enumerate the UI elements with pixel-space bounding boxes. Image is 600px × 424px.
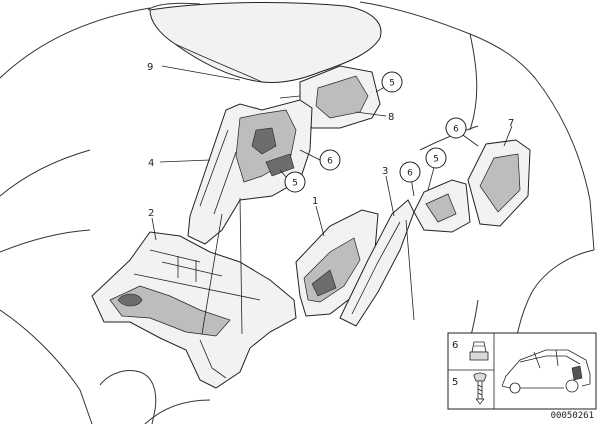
callout-labels: 9 4 2 1 3 7 8 — [147, 62, 514, 219]
legend-box: 6 5 00050261 — [447, 332, 597, 421]
circled-callout-5-low: 5 — [284, 171, 306, 193]
part-4-side-panel — [187, 99, 313, 245]
part-2-floor-pan — [91, 231, 297, 389]
circled-callout-6-mid: 6 — [319, 149, 341, 171]
circled-callout-5-top: 5 — [381, 71, 403, 93]
part-9-parcel-shelf — [149, 2, 382, 83]
legend-label-5: 5 — [452, 377, 458, 388]
vehicle-silhouette-icon — [501, 349, 591, 394]
part-7-lamp-housing — [467, 139, 531, 227]
clip-nut-icon — [469, 341, 489, 361]
part-right-trim — [413, 179, 471, 233]
svg-text:5: 5 — [292, 179, 298, 189]
legend-label-6: 6 — [452, 340, 458, 351]
svg-text:6: 6 — [327, 157, 333, 167]
callout-4: 4 — [148, 158, 154, 169]
circled-callout-6-right: 6 — [399, 161, 421, 183]
callout-9: 9 — [147, 62, 153, 73]
screw-icon — [473, 372, 487, 405]
callout-7: 7 — [508, 118, 514, 129]
reference-number: 00050261 — [551, 411, 594, 421]
circled-callouts: 5 6 5 6 5 6 — [284, 71, 467, 193]
circled-callout-5-right: 5 — [425, 147, 447, 169]
svg-text:5: 5 — [389, 79, 395, 89]
callout-8: 8 — [388, 112, 394, 123]
svg-text:5: 5 — [433, 155, 439, 165]
leader-lines — [151, 65, 513, 335]
svg-text:6: 6 — [453, 125, 459, 135]
svg-text:6: 6 — [407, 169, 413, 179]
circled-callout-6-far: 6 — [445, 117, 467, 139]
callout-2: 2 — [148, 208, 154, 219]
callout-3: 3 — [382, 166, 388, 177]
callout-1: 1 — [312, 196, 318, 207]
